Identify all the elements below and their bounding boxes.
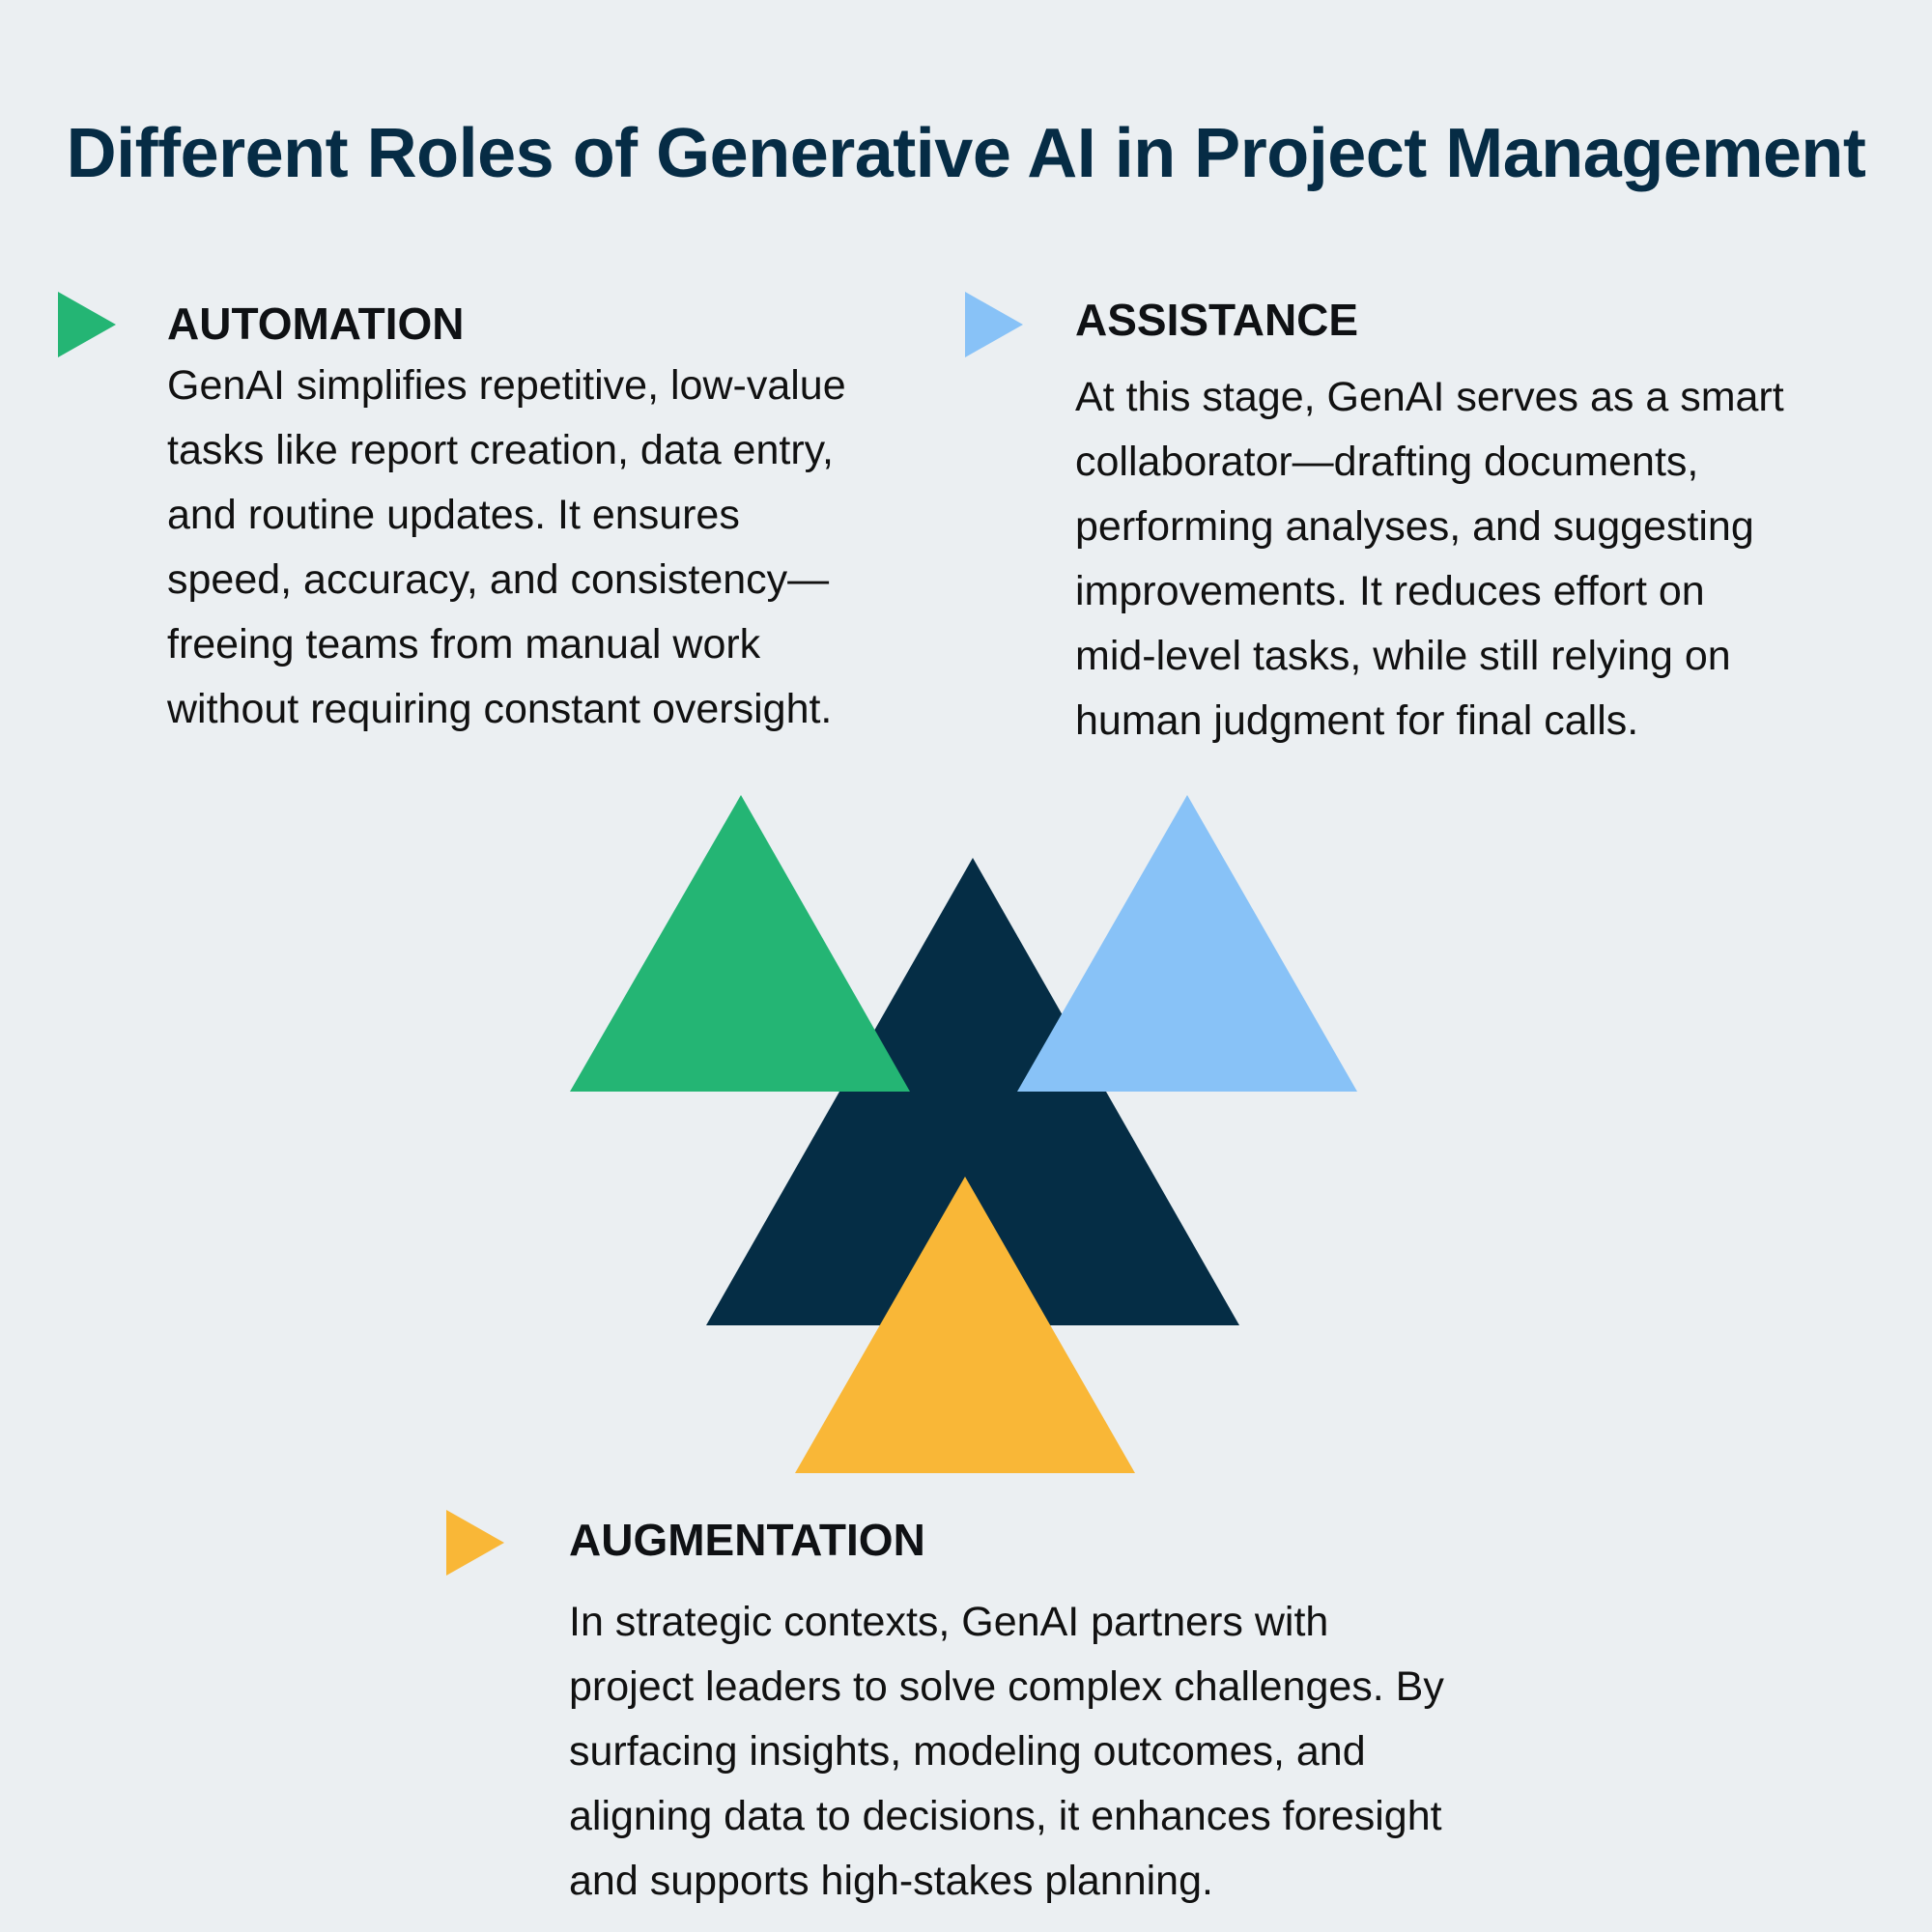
triangle-right-green-icon xyxy=(58,292,116,357)
body-line: project leaders to solve complex challen… xyxy=(569,1663,1444,1710)
body-line: mid-level tasks, while still relying on xyxy=(1075,633,1731,679)
body-line: tasks like report creation, data entry, xyxy=(167,427,834,473)
body-line: GenAI simplifies repetitive, low-value xyxy=(167,362,846,409)
body-line: without requiring constant oversight. xyxy=(167,686,833,732)
assistance-triangle xyxy=(1017,795,1357,1092)
automation-triangle xyxy=(570,795,910,1092)
page-title: Different Roles of Generative AI in Proj… xyxy=(66,115,1866,192)
triangle-right-yellow-icon xyxy=(446,1510,504,1576)
body-line: and supports high-stakes planning. xyxy=(569,1858,1213,1904)
section-body: GenAI simplifies repetitive, low-value t… xyxy=(167,354,940,742)
body-line: and routine updates. It ensures xyxy=(167,492,740,538)
triangle-right-blue-icon xyxy=(965,292,1023,357)
body-line: aligning data to decisions, it enhances … xyxy=(569,1793,1442,1839)
section-body: At this stage, GenAI serves as a smart c… xyxy=(1075,365,1925,753)
section-body: In strategic contexts, GenAI partners wi… xyxy=(569,1590,1632,1914)
section-heading: ASSISTANCE xyxy=(1075,295,1359,345)
body-line: collaborator—drafting documents, xyxy=(1075,439,1699,485)
section-heading: AUGMENTATION xyxy=(569,1515,925,1565)
body-line: surfacing insights, modeling outcomes, a… xyxy=(569,1728,1366,1775)
body-line: performing analyses, and suggesting xyxy=(1075,503,1754,550)
body-line: At this stage, GenAI serves as a smart xyxy=(1075,374,1784,420)
body-line: freeing teams from manual work xyxy=(167,621,761,668)
body-line: speed, accuracy, and consistency— xyxy=(167,556,830,603)
core-triangle xyxy=(706,858,1239,1325)
body-line: improvements. It reduces effort on xyxy=(1075,568,1705,614)
augmentation-triangle xyxy=(795,1177,1135,1473)
section-heading: AUTOMATION xyxy=(167,298,465,349)
body-line: human judgment for final calls. xyxy=(1075,697,1639,744)
body-line: In strategic contexts, GenAI partners wi… xyxy=(569,1599,1329,1645)
